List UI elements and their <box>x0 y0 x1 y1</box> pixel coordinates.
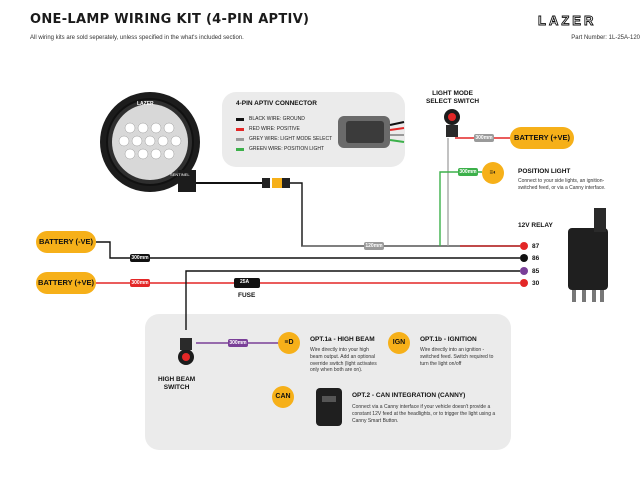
opt2-desc: Connect via a Canny interface if your ve… <box>352 404 496 424</box>
position-light-desc: Connect to your side lights, an ignition… <box>518 178 606 191</box>
position-light-title: POSITION LIGHT <box>518 168 571 175</box>
relay-pin-30: 30 <box>532 280 540 287</box>
length-tag-300-neg: 300mm <box>130 254 150 262</box>
options-panel <box>145 314 511 450</box>
brand-logo: LAZER <box>538 13 610 32</box>
fuse-label: FUSE <box>238 292 256 299</box>
relay-pin-85: 85 <box>532 268 540 275</box>
battery-pos-left: BATTERY (+VE) <box>36 272 96 294</box>
length-tag-300-top: 300mm <box>474 134 494 142</box>
length-tag-300-pos: 300mm <box>130 279 150 287</box>
svg-text:LAZER: LAZER <box>538 13 596 27</box>
connector-legend: BLACK WIRE: GROUND RED WIRE: POSITIVE GR… <box>236 114 332 154</box>
page-title: ONE-LAMP WIRING KIT (4-PIN APTIV) <box>30 12 310 27</box>
length-tag-120: 120mm <box>364 242 384 250</box>
opt1a-title: OPT.1a - HIGH BEAM <box>310 336 375 343</box>
relay-title: 12V RELAY <box>518 222 553 229</box>
aptiv-connector <box>338 116 405 148</box>
legend-row-grey: GREY WIRE: LIGHT MODE SELECT <box>236 134 332 144</box>
lamp <box>100 92 200 192</box>
opt1a-desc: Wire directly into your high beam output… <box>310 347 377 374</box>
lamp-model: SENTINEL <box>170 172 190 177</box>
legend-row-green: GREEN WIRE: POSITION LIGHT <box>236 144 332 154</box>
page-subtitle: All wiring kits are sold seperately, unl… <box>30 35 244 41</box>
opt1b-title: OPT.1b - IGNITION <box>420 336 477 343</box>
legend-row-black: BLACK WIRE: GROUND <box>236 114 332 124</box>
lamp-brand: LAZER <box>137 101 154 107</box>
fuse-rating: 25A <box>240 279 250 285</box>
ignition-badge: IGN <box>388 332 410 354</box>
light-mode-switch-label: LIGHT MODE SELECT SWITCH <box>426 90 480 106</box>
part-number: Part Number: 1L-25A-120 <box>571 35 640 41</box>
battery-pos-right: BATTERY (+VE) <box>510 127 574 149</box>
opt1b-desc: Wire directly into an ignition -switched… <box>420 347 494 367</box>
legend-row-red: RED WIRE: POSITIVE <box>236 124 332 134</box>
relay-pin-87: 87 <box>532 243 540 250</box>
lazer-logo-icon: LAZER <box>538 13 596 29</box>
length-tag-300-green: 300mm <box>458 168 478 176</box>
length-tag-300-opt: 300mm <box>228 339 248 347</box>
high-beam-icon: ≡D <box>278 332 300 354</box>
can-badge: CAN <box>272 386 294 408</box>
position-light-icon: ≡◐ <box>482 162 504 184</box>
high-beam-switch-label: HIGH BEAM SWITCH <box>158 376 196 392</box>
battery-neg-left: BATTERY (-VE) <box>36 231 96 253</box>
connector-title: 4-PIN APTIV CONNECTOR <box>236 100 317 107</box>
relay-pin-86: 86 <box>532 255 540 262</box>
opt2-title: OPT.2 - CAN INTEGRATION (CANNY) <box>352 392 466 399</box>
relay <box>568 208 608 302</box>
